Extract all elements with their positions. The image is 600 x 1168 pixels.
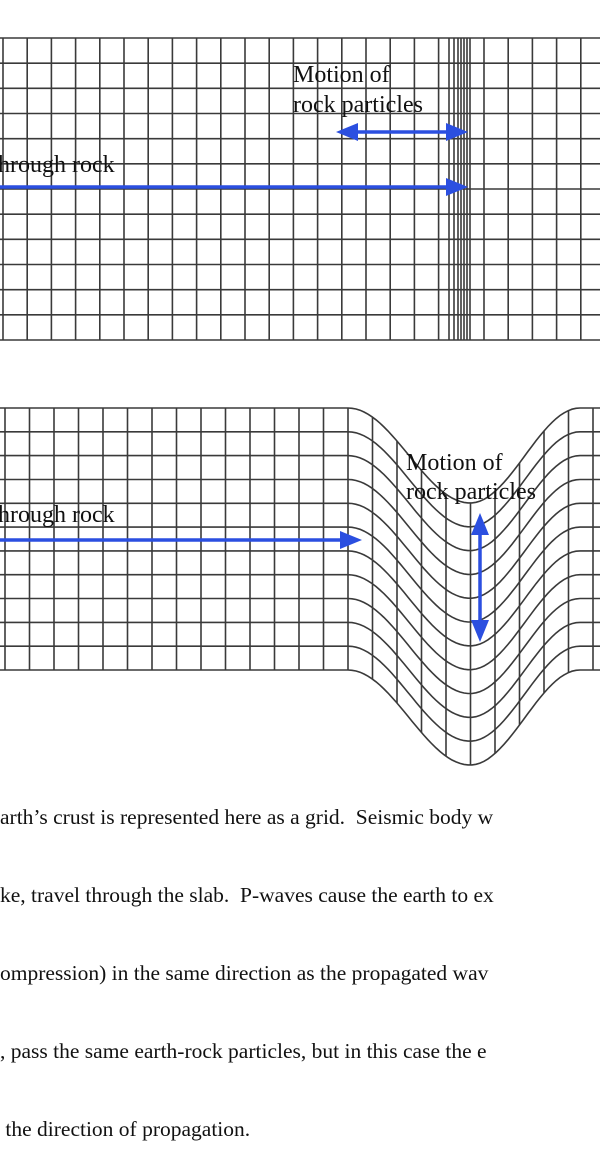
p-wave-travel-label: hrough rock — [0, 152, 115, 178]
s-wave-travel-label: hrough rock — [0, 502, 115, 528]
p-wave-grid — [0, 37, 600, 341]
grid-line-horizontal — [0, 669, 600, 766]
caption-line: ke, travel through the slab. P-waves cau… — [0, 883, 494, 907]
grid-line-horizontal — [0, 597, 600, 695]
p-wave-propagation-arrow — [0, 178, 468, 196]
s-wave-particle-label-line1: Motion of — [406, 450, 503, 476]
caption-line: arth’s crust is represented here as a gr… — [0, 805, 494, 829]
grid-line-horizontal — [0, 502, 600, 599]
caption-line: ompression) in the same direction as the… — [0, 961, 489, 985]
grid-line-horizontal — [0, 573, 600, 671]
grid-line-horizontal — [0, 478, 600, 576]
grid-line-horizontal — [0, 454, 600, 552]
grid-line-horizontal — [0, 431, 600, 528]
caption-line: the direction of propagation. — [0, 1117, 251, 1141]
s-wave-particle-label-line2: rock particles — [406, 479, 536, 505]
seismic-wave-diagram: Motion of rock particles hrough rock Mot… — [0, 37, 600, 766]
grid-line-horizontal — [0, 550, 600, 647]
caption-line: , pass the same earth-rock particles, bu… — [0, 1039, 487, 1063]
s-wave-grid — [0, 407, 600, 766]
grid-line-horizontal — [0, 526, 600, 623]
p-wave-particle-motion-arrow — [336, 123, 468, 141]
s-wave-propagation-arrow — [0, 531, 362, 549]
grid-line-horizontal — [0, 621, 600, 719]
s-wave-particle-motion-arrow — [471, 513, 489, 642]
p-wave-particle-label-line2: rock particles — [293, 92, 423, 118]
grid-line-horizontal — [0, 407, 600, 504]
grid-line-horizontal — [0, 645, 600, 742]
figure-caption: arth’s crust is represented here as a gr… — [0, 752, 600, 1168]
p-wave-particle-label-line1: Motion of — [293, 62, 390, 88]
